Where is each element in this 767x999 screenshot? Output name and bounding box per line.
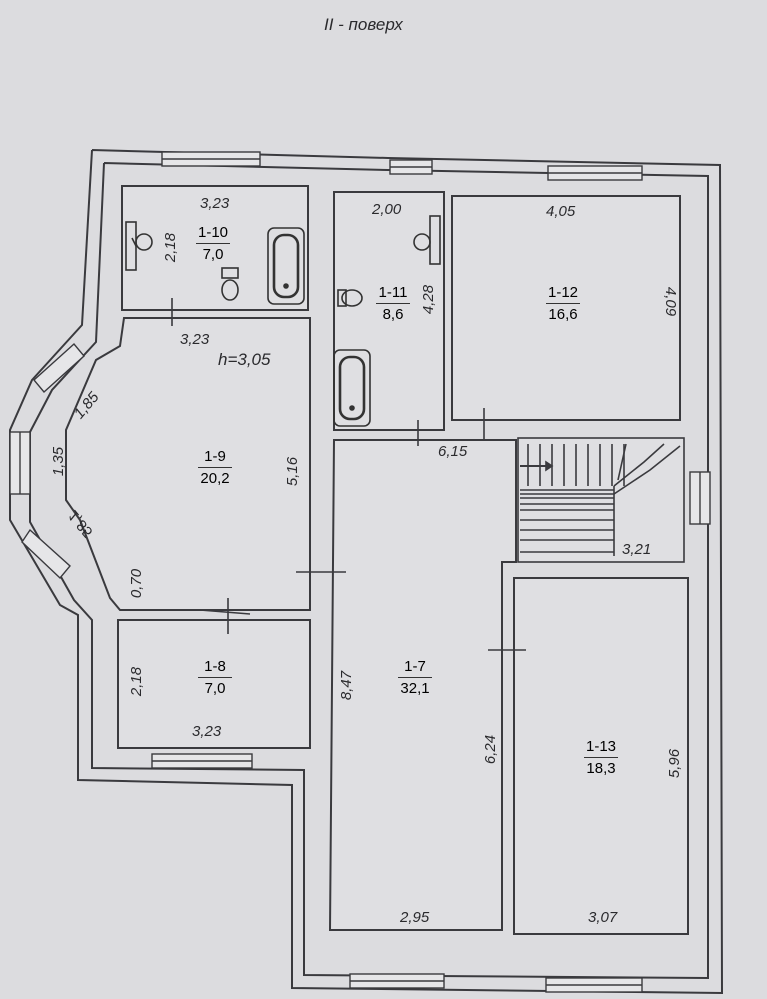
dim-label: 5,96 — [666, 748, 684, 779]
room-1-13 — [513, 577, 689, 935]
dim-label: 4,09 — [662, 286, 680, 317]
room-id: 1-11 — [378, 284, 408, 301]
dim-label: 3,07 — [588, 909, 618, 926]
room-1-12 — [451, 195, 681, 421]
room-area: 20,2 — [200, 470, 230, 487]
room-id: 1-8 — [204, 658, 226, 675]
room-label-1-8: 1-8 7,0 — [198, 658, 232, 697]
bay-windows — [21, 342, 85, 580]
room-label-1-10: 1-10 7,0 — [196, 224, 230, 263]
room-area: 32,1 — [400, 680, 430, 697]
dim-label: 3,23 — [200, 195, 230, 212]
room-1-8 — [117, 619, 311, 749]
dim-label: 2,95 — [400, 909, 430, 926]
room-id: 1-13 — [585, 738, 617, 755]
dim-label: 2,18 — [128, 666, 146, 697]
room-1-10 — [121, 185, 309, 311]
sink-icon — [413, 215, 441, 265]
dim-label: 1,35 — [50, 446, 68, 477]
dim-label: 3,21 — [622, 541, 652, 558]
room-label-1-11: 1-11 8,6 — [376, 284, 410, 323]
ceiling-height: h=3,05 — [218, 350, 271, 369]
sanitary-fixtures — [125, 215, 441, 428]
dim-label: 5,16 — [284, 456, 302, 487]
plan-title: II - поверх — [324, 15, 403, 34]
room-area: 8,6 — [382, 306, 404, 323]
room-area: 7,0 — [204, 680, 226, 697]
dim-label: 6,24 — [482, 734, 500, 765]
dim-label: 3,23 — [180, 331, 210, 348]
room-1-9 — [65, 317, 311, 611]
rooms — [65, 185, 689, 935]
dim-label: 8,47 — [338, 670, 356, 701]
room-label-1-13: 1-13 18,3 — [584, 738, 618, 777]
room-label-1-7: 1-7 32,1 — [398, 658, 432, 697]
room-1-11 — [333, 191, 445, 431]
dim-label: 4,28 — [420, 284, 438, 315]
room-label-1-12: 1-12 16,6 — [546, 284, 580, 323]
dim-label: 2,18 — [162, 232, 180, 263]
windows — [9, 151, 711, 993]
dim-label: 0,70 — [128, 568, 146, 599]
room-id: 1-10 — [197, 224, 229, 241]
dim-label: 6,15 — [438, 443, 468, 460]
staircase — [517, 437, 685, 563]
dim-label: 4,05 — [546, 203, 576, 220]
dim-label: 2,00 — [372, 201, 402, 218]
room-1-7 — [328, 439, 517, 931]
toilet-icon — [221, 267, 239, 301]
room-id: 1-12 — [547, 284, 579, 301]
room-label-1-9: 1-9 20,2 — [198, 448, 232, 487]
room-id: 1-9 — [204, 448, 226, 465]
dim-label: 3,23 — [192, 723, 222, 740]
toilet-icon — [337, 289, 363, 307]
door-marks — [150, 298, 526, 674]
room-area: 7,0 — [202, 246, 224, 263]
room-id: 1-7 — [404, 658, 426, 675]
outer-walls — [9, 149, 724, 995]
room-area: 16,6 — [548, 306, 578, 323]
room-area: 18,3 — [586, 760, 616, 777]
sink-icon — [125, 221, 153, 271]
